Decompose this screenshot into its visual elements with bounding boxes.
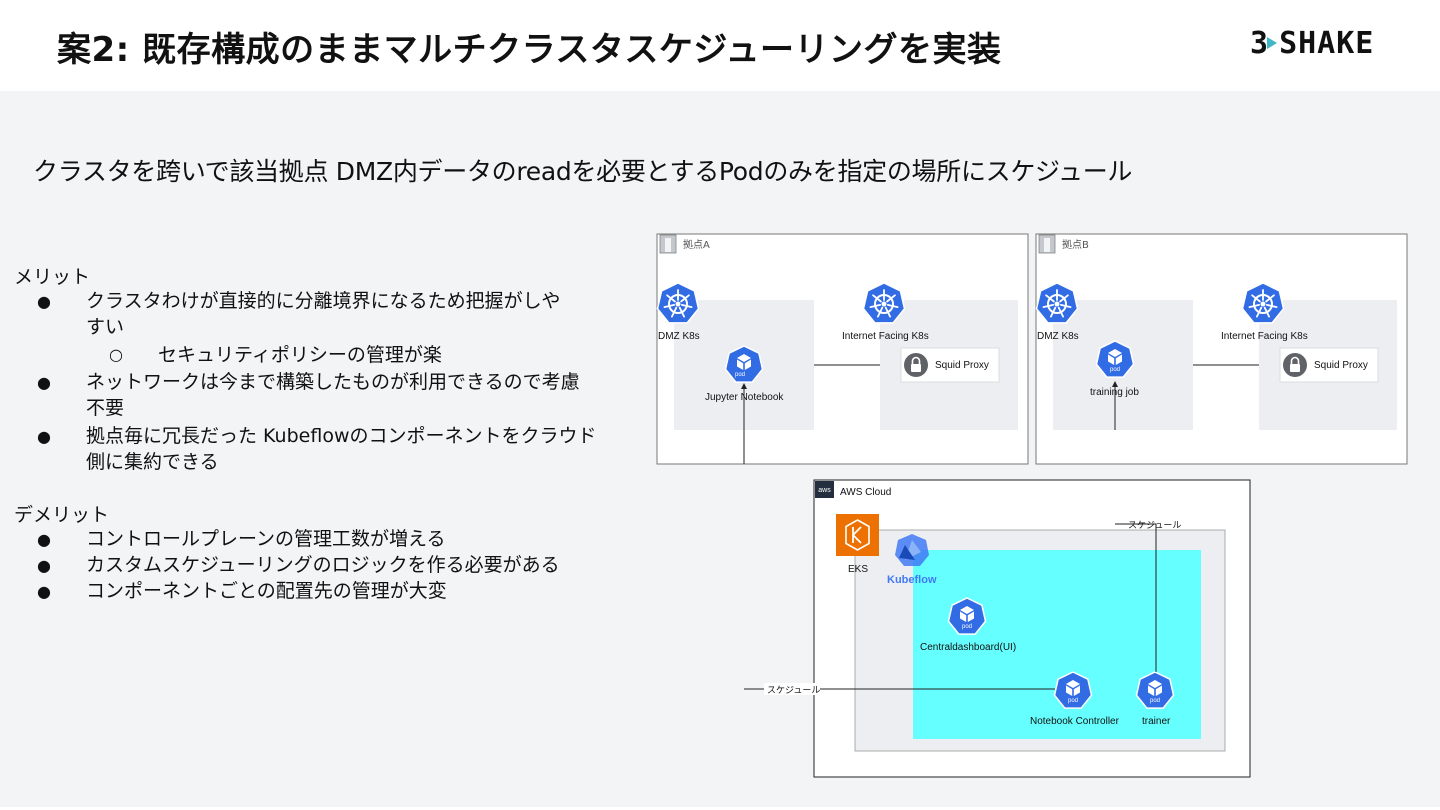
header-bar <box>0 0 1440 91</box>
site-b-arrowhead <box>1112 381 1118 387</box>
site-b-label: 拠点B <box>1062 238 1089 251</box>
schedule-connectors: スケジュール スケジュール <box>744 520 1181 695</box>
aws-logo-icon <box>815 481 834 498</box>
bullet-icon: ● <box>37 427 51 446</box>
aws-logo-text: aws <box>818 487 831 494</box>
kubeflow-label: Kubeflow <box>887 574 937 586</box>
merit-subitem-1: セキュリティポリシーの管理が楽 <box>158 344 442 366</box>
site-a-arrowhead <box>741 383 747 389</box>
slide-subtitle: クラスタを跨いで該当拠点 DMZ内データのreadを必要とするPodのみを指定の… <box>33 157 1133 186</box>
site-b: 拠点B DMZ K8s Internet Facing K8s Squid Pr… <box>1035 233 1408 465</box>
merit-item-2: ネットワークは今まで構築したものが利用できるので考慮 <box>86 371 580 393</box>
site-b-dmz-k8s-label: DMZ K8s <box>1037 331 1079 342</box>
eks-icon <box>836 514 879 556</box>
site-b-lock-icon <box>1282 352 1308 378</box>
eks-label: EKS <box>848 564 868 575</box>
central-pod-text: pod <box>962 624 972 630</box>
merit-item-3: 拠点毎に冗長だった Kubeflowのコンポーネントをクラウド <box>86 425 597 447</box>
schedule-label-2: スケジュール <box>1128 520 1181 530</box>
site-a-internet-k8s-label: Internet Facing K8s <box>842 331 929 342</box>
site-a-label: 拠点A <box>683 238 710 251</box>
demerit-item-1: コントロールプレーンの管理工数が増える <box>86 528 446 550</box>
site-b-pod-text: pod <box>1110 367 1120 373</box>
page-title: 案2: 既存構成のままマルチクラスタスケジューリングを実装 <box>57 30 1002 70</box>
trainer-pod-text: pod <box>1150 698 1160 704</box>
notebook-controller-pod-text: pod <box>1068 698 1078 704</box>
bullet-icon: ● <box>37 292 51 311</box>
bullet-icon: ● <box>37 582 51 601</box>
merit-item-1: クラスタわけが直接的に分離境界になるため把握がしや <box>86 290 561 312</box>
central-dashboard-label: Centraldashboard(UI) <box>920 642 1016 653</box>
site-b-building-icon <box>1038 234 1056 254</box>
trainer-label: trainer <box>1142 716 1171 727</box>
demerits-heading: デメリット <box>14 504 110 526</box>
demerit-item-3: コンポーネントごとの配置先の管理が大変 <box>86 580 447 602</box>
site-a-squid-label: Squid Proxy <box>935 360 989 371</box>
footer-bar <box>0 807 1440 810</box>
aws-cloud: aws AWS Cloud EKS Kubeflow pod Centralda… <box>813 479 1251 778</box>
site-a-pod-text: pod <box>735 372 745 378</box>
bullet-icon: ● <box>37 556 51 575</box>
bullet-icon: ● <box>37 373 51 392</box>
site-a: 拠点A DMZ K8s Internet Facing K8s Squid Pr… <box>656 233 1029 465</box>
merit-item-1-cont: すい <box>86 316 125 338</box>
bullet-icon: ● <box>37 530 51 549</box>
site-a-lock-icon <box>903 352 929 378</box>
demerit-item-2: カスタムスケジューリングのロジックを作る必要がある <box>86 554 560 576</box>
site-b-squid-label: Squid Proxy <box>1314 360 1368 371</box>
sub-bullet-icon: ○ <box>109 345 123 364</box>
site-a-pod-label: Jupyter Notebook <box>705 392 784 403</box>
logo-arrow-icon <box>1267 37 1278 49</box>
notebook-controller-label: Notebook Controller <box>1030 716 1120 727</box>
merit-item-2-cont: 不要 <box>86 397 125 419</box>
merits-heading: メリット <box>14 266 91 288</box>
aws-cloud-label: AWS Cloud <box>840 487 891 498</box>
schedule-label-1: スケジュール <box>767 685 820 695</box>
site-a-dmz-k8s-label: DMZ K8s <box>658 331 700 342</box>
merit-item-3-cont: 側に集約できる <box>86 451 219 473</box>
site-a-building-icon <box>659 234 677 254</box>
kubeflow-logo-icon <box>895 534 929 566</box>
site-b-internet-k8s-label: Internet Facing K8s <box>1221 331 1308 342</box>
